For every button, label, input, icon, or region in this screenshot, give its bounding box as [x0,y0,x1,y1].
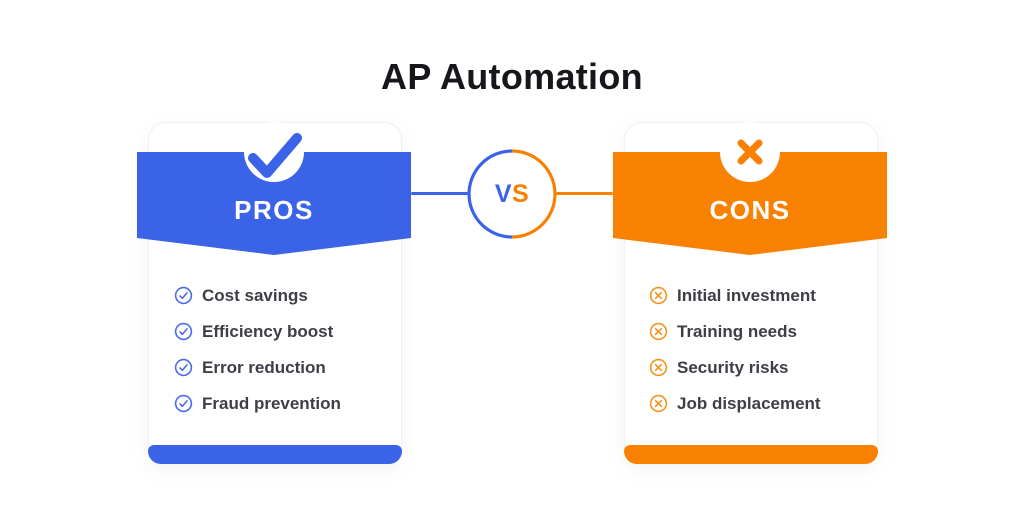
list-item: Error reduction [174,358,341,377]
vs-letter-v: V [494,179,512,208]
cons-item-label: Initial investment [677,286,816,305]
list-item: Initial investment [649,286,821,305]
x-circle-icon [649,286,668,305]
check-icon [248,133,302,178]
cons-banner: CONS [613,152,887,255]
check-circle-icon [174,286,193,305]
x-circle-icon [649,394,668,413]
pros-connector-line [411,192,468,195]
cons-connector-line [556,192,613,195]
list-item: Fraud prevention [174,394,341,413]
pros-item-label: Cost savings [202,286,308,305]
cons-header: CONS [709,195,791,225]
cons-footer-bar [624,445,878,464]
x-icon [737,139,763,165]
pros-item-label: Error reduction [202,358,326,377]
list-item: Cost savings [174,286,341,305]
x-circle-icon [649,358,668,377]
x-circle-icon [649,322,668,341]
check-circle-icon [174,358,193,377]
pros-item-label: Efficiency boost [202,322,334,341]
check-circle-icon [174,322,193,341]
page-title: AP Automation [381,56,643,97]
list-item: Training needs [649,322,821,341]
pros-list: Cost savings Efficiency boost Error redu… [174,286,341,430]
list-item: Job displacement [649,394,821,413]
pros-item-label: Fraud prevention [202,394,341,413]
pros-header: PROS [234,195,314,225]
cons-list: Initial investment Training needs Securi… [649,286,821,430]
list-item: Security risks [649,358,821,377]
check-circle-icon [174,394,193,413]
pros-footer-bar [148,445,402,464]
cons-item-label: Training needs [677,322,797,341]
vs-letter-s: S [512,179,530,208]
list-item: Efficiency boost [174,322,341,341]
vs-ring-icon [467,149,557,239]
cons-item-label: Job displacement [677,394,821,413]
cons-item-label: Security risks [677,358,789,377]
